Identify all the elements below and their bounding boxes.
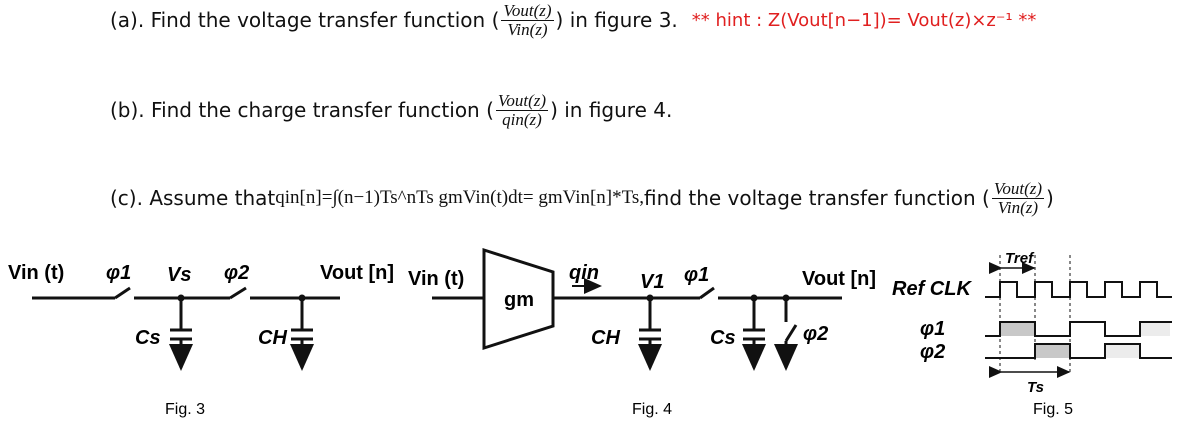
question-a: (a). Find the voltage transfer function … <box>110 2 1036 39</box>
question-b-prefix: (b). Find the charge transfer function ( <box>110 98 494 123</box>
fig4-switch-phi1 <box>699 286 715 300</box>
fig4-caption: Fig. 4 <box>632 401 672 418</box>
fig3-vout-label: Vout [n] <box>320 262 394 284</box>
fig3-caption: Fig. 3 <box>165 401 205 418</box>
fig3-circuit <box>32 286 340 371</box>
fig3-node-dots <box>177 294 306 302</box>
fig4-v1-label: V1 <box>640 271 664 293</box>
fig5-tref-label: Tref <box>1005 250 1035 267</box>
question-b-denominator: qin(z) <box>502 109 542 129</box>
fig5-phi2-label: φ2 <box>920 341 945 363</box>
question-c-numerator: Vout(z) <box>991 179 1045 199</box>
question-b-fraction: Vout(z) qin(z) <box>495 91 549 129</box>
fig4-phi1-label: φ1 <box>684 264 709 286</box>
fig3-switch-phi2 <box>229 286 247 300</box>
question-c: (c). Assume that qin[n]=∫(n−1)Ts^nTs gmV… <box>110 180 1054 217</box>
fig5-phi2-pulse-1 <box>1035 344 1070 358</box>
fig3-switch-phi1 <box>114 286 131 300</box>
fig4-node-dots <box>646 294 790 302</box>
question-a-prefix: (a). Find the voltage transfer function … <box>110 8 500 33</box>
fig5-phi1-pulse-1 <box>1000 322 1035 336</box>
fig3-phi2-label: φ2 <box>224 262 249 284</box>
fig4-qin-label: qin <box>569 262 599 284</box>
fig4-gm-label: gm <box>504 289 534 311</box>
question-c-fraction: Vout(z) Vin(z) <box>991 179 1045 217</box>
fig5-phi1-wave <box>985 321 1172 337</box>
fig3-ch-label: CH <box>258 327 287 349</box>
question-a-denominator: Vin(z) <box>507 19 548 39</box>
fig5-phi2-wave <box>985 343 1172 359</box>
question-c-middle: find the voltage transfer function ( <box>644 186 990 211</box>
fig5-refclk-wave <box>985 281 1172 298</box>
fig5-refclk-label: Ref CLK <box>892 278 972 300</box>
question-c-suffix: ) <box>1046 186 1054 211</box>
fig5-caption: Fig. 5 <box>1033 401 1073 418</box>
fig4-gm-block <box>482 247 555 351</box>
fig3-phi1-label: φ1 <box>106 262 131 284</box>
fig5-ts-label: Ts <box>1027 379 1044 396</box>
fig4-switch-phi2 <box>784 324 798 342</box>
question-c-prefix: (c). Assume that <box>110 186 276 211</box>
fig3-vin-label: Vin (t) <box>8 262 64 284</box>
question-a-suffix: ) in figure 3. <box>555 8 678 33</box>
fig4-circuit <box>432 247 842 371</box>
fig5-timing <box>985 255 1172 378</box>
fig5-phi1-label: φ1 <box>920 318 945 340</box>
question-b-suffix: ) in figure 4. <box>550 98 673 123</box>
fig4-ch-label: CH <box>591 327 620 349</box>
fig4-vout-label: Vout [n] <box>802 268 876 290</box>
fig3-vs-label: Vs <box>167 264 191 286</box>
question-c-formula: qin[n]=∫(n−1)Ts^nTs gmVin(t)dt= gmVin[n]… <box>275 187 645 209</box>
question-c-denominator: Vin(z) <box>997 197 1039 217</box>
question-b: (b). Find the charge transfer function (… <box>110 92 672 129</box>
fig4-phi2-label: φ2 <box>803 323 828 345</box>
fig5-phi1-pulse-2 <box>1140 322 1170 336</box>
fig4-vin-label: Vin (t) <box>408 268 464 290</box>
fig3-cs-label: Cs <box>135 327 161 349</box>
fig5-phi2-pulse-2 <box>1105 344 1140 358</box>
fig4-cs-label: Cs <box>710 327 736 349</box>
question-a-fraction: Vout(z) Vin(z) <box>501 1 554 39</box>
question-a-numerator: Vout(z) <box>501 1 554 21</box>
question-a-hint: ** hint : Z(Vout[n−1])= Vout(z)×z⁻¹ ** <box>691 9 1037 31</box>
question-b-numerator: Vout(z) <box>495 91 549 111</box>
